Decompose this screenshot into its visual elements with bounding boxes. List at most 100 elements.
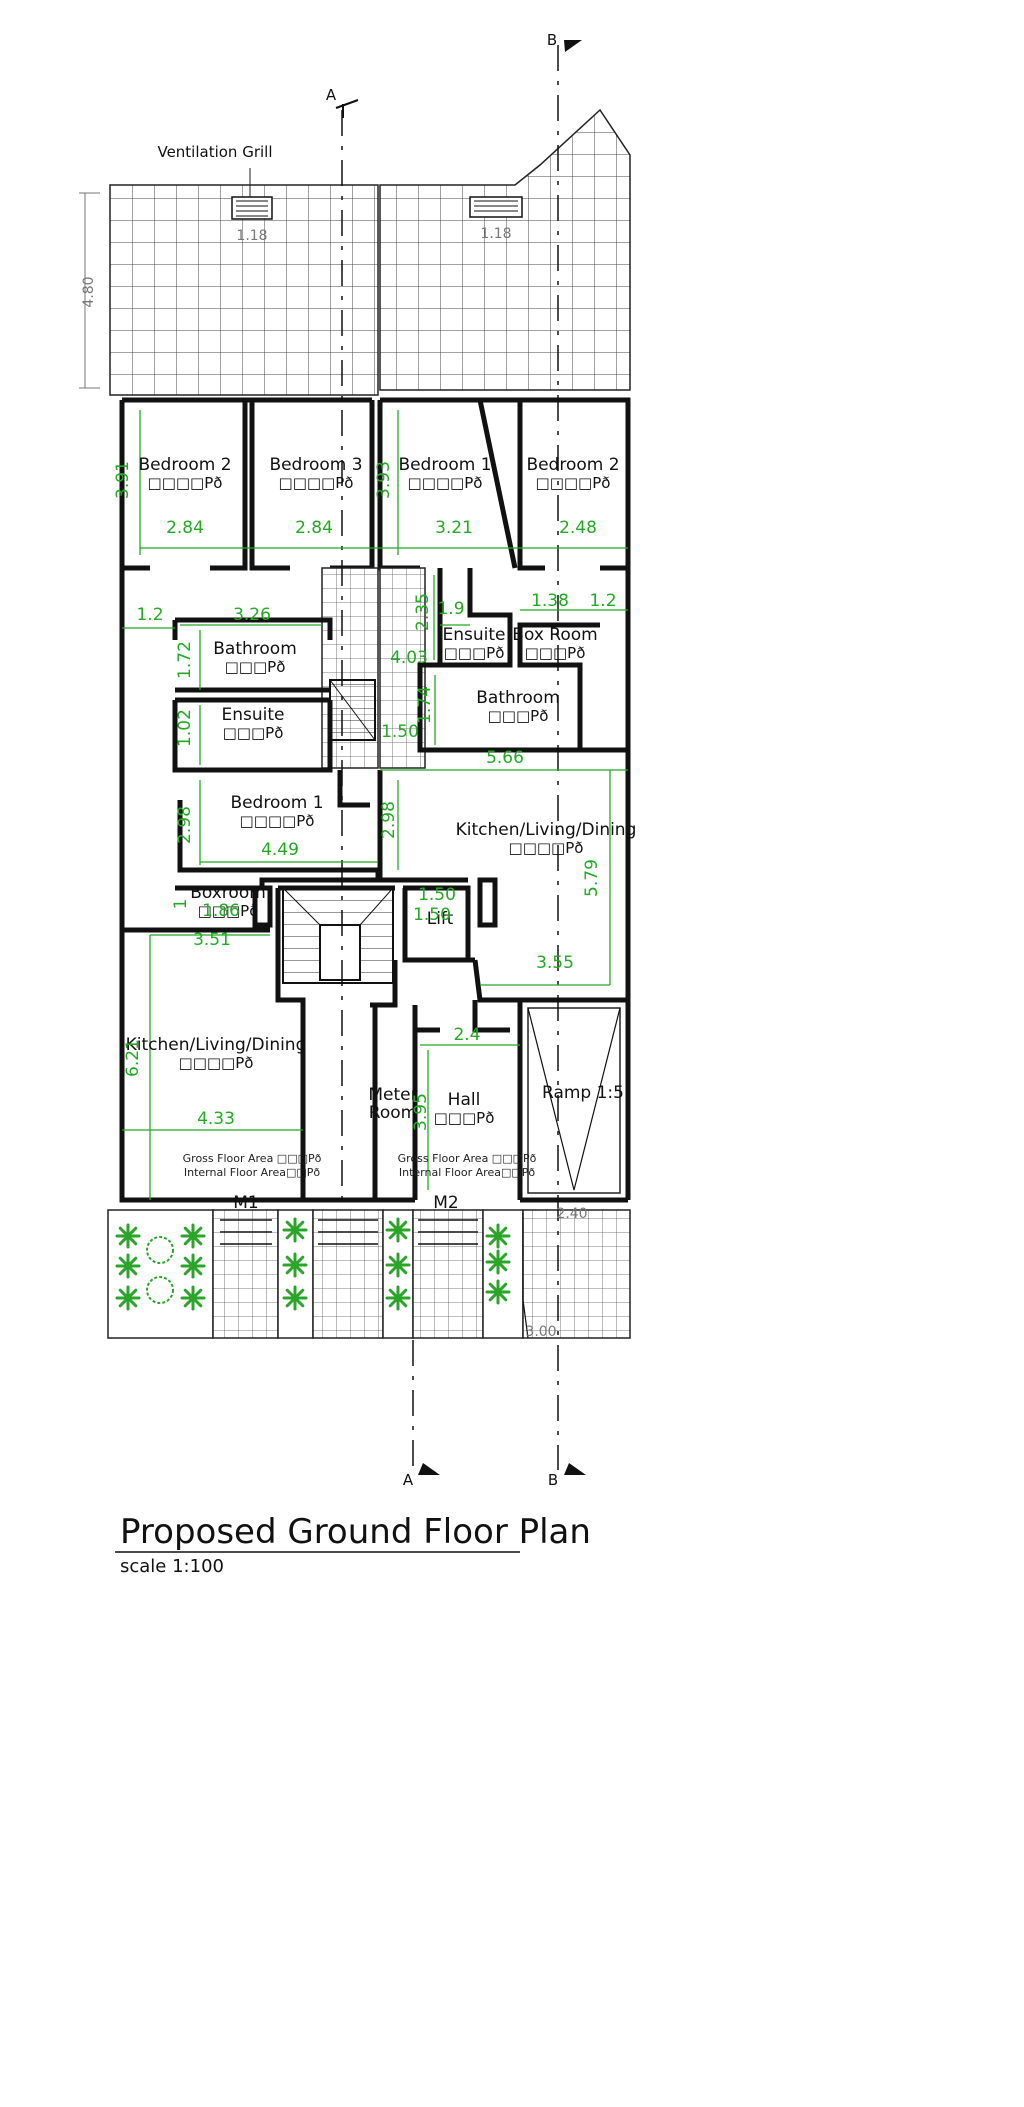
room-area: □□□Pð — [198, 902, 259, 920]
dimension-label: 1 — [171, 899, 191, 910]
dimension-label: 4.33 — [197, 1109, 235, 1129]
section-marker-a: A — [326, 86, 337, 104]
room-name: Kitchen/Living/Dining — [456, 820, 637, 840]
plant-icon — [485, 1223, 511, 1249]
dimension-label: 4.03 — [390, 648, 428, 668]
plant-icon — [282, 1217, 308, 1243]
room-area: □□□□Pð — [509, 839, 584, 857]
ventilation-grill-right — [469, 196, 523, 218]
room-name: Bedroom 2 — [138, 455, 231, 475]
plant-icon — [115, 1223, 141, 1249]
dimension-label: 3.91 — [113, 461, 133, 499]
dimension-label: 1.2 — [589, 591, 616, 611]
room-area: □□□Pð — [488, 707, 549, 725]
door-label: M1 — [233, 1193, 258, 1213]
dimension-label: 5.66 — [486, 748, 524, 768]
shrub-icon — [146, 1276, 174, 1304]
shrub-icon — [146, 1236, 174, 1264]
ramp-width-label: 2.40 — [556, 1206, 587, 1222]
building-outline — [119, 397, 631, 1203]
dimension-label: 6.21 — [123, 1039, 143, 1077]
room-area: □□□Pð — [225, 658, 286, 676]
dimension-label: 3.26 — [233, 605, 271, 625]
dimension-label: 1.02 — [175, 709, 195, 747]
plant-icon — [180, 1223, 206, 1249]
grill-width-label: 1.18 — [236, 228, 267, 244]
plant-icon — [180, 1253, 206, 1279]
gross-floor-area: Gross Floor Area □□□Pð — [398, 1152, 537, 1165]
room-name: Bathroom — [213, 639, 297, 659]
dimension-label: 1.50 — [381, 722, 419, 742]
room-name: Lift — [427, 909, 454, 929]
room-area: □□□Pð — [525, 644, 586, 662]
dimension-label: 1.86 — [202, 901, 240, 921]
room-name: Kitchen/Living/Dining — [126, 1035, 307, 1055]
room-area: □□□□Pð — [408, 474, 483, 492]
room-name: Bedroom 1 — [230, 793, 323, 813]
front-garden — [107, 1209, 631, 1339]
ramp — [527, 1007, 621, 1194]
room-area: □□□Pð — [223, 724, 284, 742]
plant-icon — [180, 1285, 206, 1311]
dimension-label: 2.98 — [379, 801, 399, 839]
room-name: Bathroom — [476, 688, 560, 708]
room-name: Ensuite — [443, 625, 506, 645]
room-area: □□□□Pð — [536, 474, 611, 492]
plant-icon — [282, 1285, 308, 1311]
dimension-label: 1.9 — [437, 599, 464, 619]
dimension-label: 3.93 — [374, 461, 394, 499]
room-name: Ramp 1:5 — [542, 1083, 624, 1103]
dimension-label: 1.50 — [413, 905, 451, 925]
dimension-label: 1.72 — [175, 641, 195, 679]
dimension-label: 3.95 — [411, 1093, 431, 1131]
room-area: □□□□Pð — [240, 812, 315, 830]
section-marker-a: A — [403, 1471, 414, 1489]
room-name: Boxroom — [190, 883, 266, 903]
room-name: Bedroom 2 — [526, 455, 619, 475]
room-area: □□□□Pð — [279, 474, 354, 492]
ramp-width-label: 3.00 — [525, 1324, 556, 1340]
internal-floor-area: Internal Floor Area□□Pð — [399, 1166, 535, 1179]
plant-icon — [385, 1252, 411, 1278]
room-name: Bedroom 1 — [398, 455, 491, 475]
dimension-label: 2.84 — [166, 518, 204, 538]
room-name: Hall — [448, 1090, 481, 1110]
ventilation-grill-left — [231, 196, 273, 220]
gross-floor-area: Gross Floor Area □□□Pð — [183, 1152, 322, 1165]
room-name: Bedroom 3 — [269, 455, 362, 475]
plant-icon — [385, 1217, 411, 1243]
dimension-label: 3.55 — [536, 953, 574, 973]
back-yard-right — [379, 108, 631, 391]
dimension-label: 3.21 — [435, 518, 473, 538]
plant-icon — [282, 1252, 308, 1278]
room-area: □□□□Pð — [179, 1054, 254, 1072]
room-area: □□□Pð — [444, 644, 505, 662]
dimension-label: 3.51 — [193, 930, 231, 950]
dimension-label: 2.35 — [413, 593, 433, 631]
dimension-label: 2.4 — [453, 1025, 480, 1045]
dimension-label: 2.48 — [559, 518, 597, 538]
plant-icon — [115, 1253, 141, 1279]
ventilation-grill-label: Ventilation Grill — [157, 143, 272, 161]
dimension-label: 4.49 — [261, 840, 299, 860]
main-stair — [282, 887, 394, 984]
dimension-label: 1.38 — [531, 591, 569, 611]
back-yard-left — [109, 184, 379, 396]
section-lines — [335, 40, 586, 1475]
dimension-label: 1.2 — [136, 605, 163, 625]
dimension-label: 1.74 — [415, 686, 435, 724]
plant-icon — [115, 1285, 141, 1311]
room-name: Box Room — [512, 625, 597, 645]
dimension-label: 2.98 — [175, 806, 195, 844]
grill-width-label: 1.18 — [480, 226, 511, 242]
room-name: Ensuite — [222, 705, 285, 725]
yard-depth-label: 4.80 — [81, 276, 97, 307]
scale-label: scale 1:100 — [120, 1556, 224, 1577]
plants — [115, 1217, 511, 1311]
page-title: Proposed Ground Floor Plan — [120, 1512, 591, 1552]
internal-floor-area: Internal Floor Area□□Pð — [184, 1166, 320, 1179]
dimension-label: 2.84 — [295, 518, 333, 538]
room-area: □□□Pð — [434, 1109, 495, 1127]
